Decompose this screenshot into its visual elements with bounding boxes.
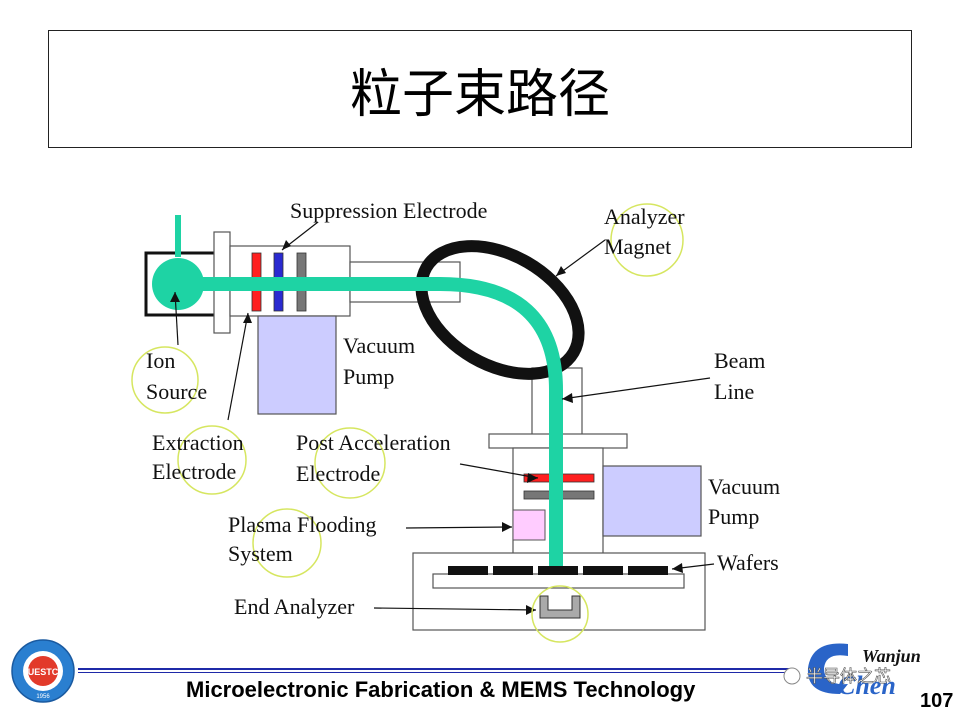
arrowhead bbox=[527, 473, 538, 483]
extraction-leader bbox=[227, 312, 249, 421]
arrowhead bbox=[282, 240, 291, 250]
label-extraction-electrode-1: Extraction bbox=[152, 430, 244, 455]
arrowhead bbox=[562, 393, 573, 403]
magnet-leader bbox=[555, 239, 606, 277]
logo-year: 1956 bbox=[36, 694, 50, 700]
plasma-flooding-box bbox=[512, 509, 546, 541]
vacuum-pump-top bbox=[257, 315, 337, 415]
label-analyzer-magnet-2: Magnet bbox=[604, 234, 671, 259]
label-wafers: Wafers bbox=[717, 550, 779, 575]
wafer bbox=[448, 566, 488, 575]
arrowhead bbox=[502, 522, 512, 532]
logo-text: UESTC bbox=[28, 667, 59, 677]
vacuum-pump-right bbox=[602, 465, 702, 537]
page-number: 107 bbox=[920, 690, 954, 712]
label-analyzer-magnet-1: Analyzer bbox=[604, 204, 685, 229]
end-analyzer-leader bbox=[373, 607, 537, 611]
label-extraction-electrode-2: Electrode bbox=[152, 459, 236, 484]
label-vacuum-pump-right-1: Vacuum bbox=[708, 474, 780, 499]
author-name: Wanjun bbox=[862, 646, 921, 666]
course-title: Microelectronic Fabrication & MEMS Techn… bbox=[186, 677, 696, 702]
label-vacuum-pump-right-2: Pump bbox=[708, 504, 759, 529]
author-logo: Wanjun Chen 半导体之芯 bbox=[783, 643, 921, 700]
label-suppression-electrode: Suppression Electrode bbox=[290, 198, 487, 223]
arrowhead bbox=[243, 313, 252, 323]
wafer bbox=[493, 566, 533, 575]
highlight-circle bbox=[314, 427, 386, 499]
highlight-circle bbox=[252, 508, 322, 578]
highlight-circle bbox=[177, 425, 247, 495]
beam-line-leader bbox=[561, 377, 711, 400]
label-end-analyzer: End Analyzer bbox=[234, 594, 355, 619]
footer-rule bbox=[78, 668, 790, 670]
arrowhead bbox=[526, 605, 536, 615]
title-box: 粒子束路径 bbox=[48, 30, 912, 148]
label-beam-line-1: Beam bbox=[714, 348, 765, 373]
highlight-circle bbox=[531, 585, 589, 643]
label-plasma-flooding-1: Plasma Flooding bbox=[228, 512, 377, 537]
analyzer-magnet bbox=[415, 240, 585, 380]
watermark-text: 半导体之芯 bbox=[806, 667, 891, 687]
label-plasma-flooding-2: System bbox=[228, 541, 293, 566]
ion-beam-input bbox=[175, 215, 181, 257]
label-post-acceleration-1: Post Acceleration bbox=[296, 430, 451, 455]
arrowhead bbox=[556, 266, 566, 276]
post-acceleration-leader bbox=[459, 463, 539, 479]
wafer bbox=[538, 566, 578, 575]
label-vacuum-pump-top-1: Vacuum bbox=[343, 333, 415, 358]
wafer bbox=[583, 566, 623, 575]
label-ion-source-2: Source bbox=[146, 379, 207, 404]
plasma-leader bbox=[405, 526, 513, 529]
ion-source-plasma bbox=[152, 258, 204, 310]
label-vacuum-pump-top-2: Pump bbox=[343, 364, 394, 389]
arrowhead bbox=[170, 292, 180, 302]
arrowhead bbox=[672, 563, 683, 573]
author-chen: Chen bbox=[838, 671, 896, 700]
wafer bbox=[628, 566, 668, 575]
wechat-icon bbox=[783, 667, 801, 685]
ion-beam bbox=[178, 277, 563, 566]
university-logo: UESTC 1956 bbox=[11, 639, 75, 703]
highlight-circle bbox=[131, 346, 199, 414]
label-beam-line-2: Line bbox=[714, 379, 754, 404]
label-ion-source-1: Ion bbox=[146, 348, 175, 373]
page-title: 粒子束路径 bbox=[349, 64, 610, 125]
highlight-circle bbox=[610, 203, 684, 277]
label-post-acceleration-2: Electrode bbox=[296, 461, 380, 486]
end-analyzer-cup bbox=[539, 595, 581, 619]
footer-rule-thin bbox=[78, 672, 790, 673]
